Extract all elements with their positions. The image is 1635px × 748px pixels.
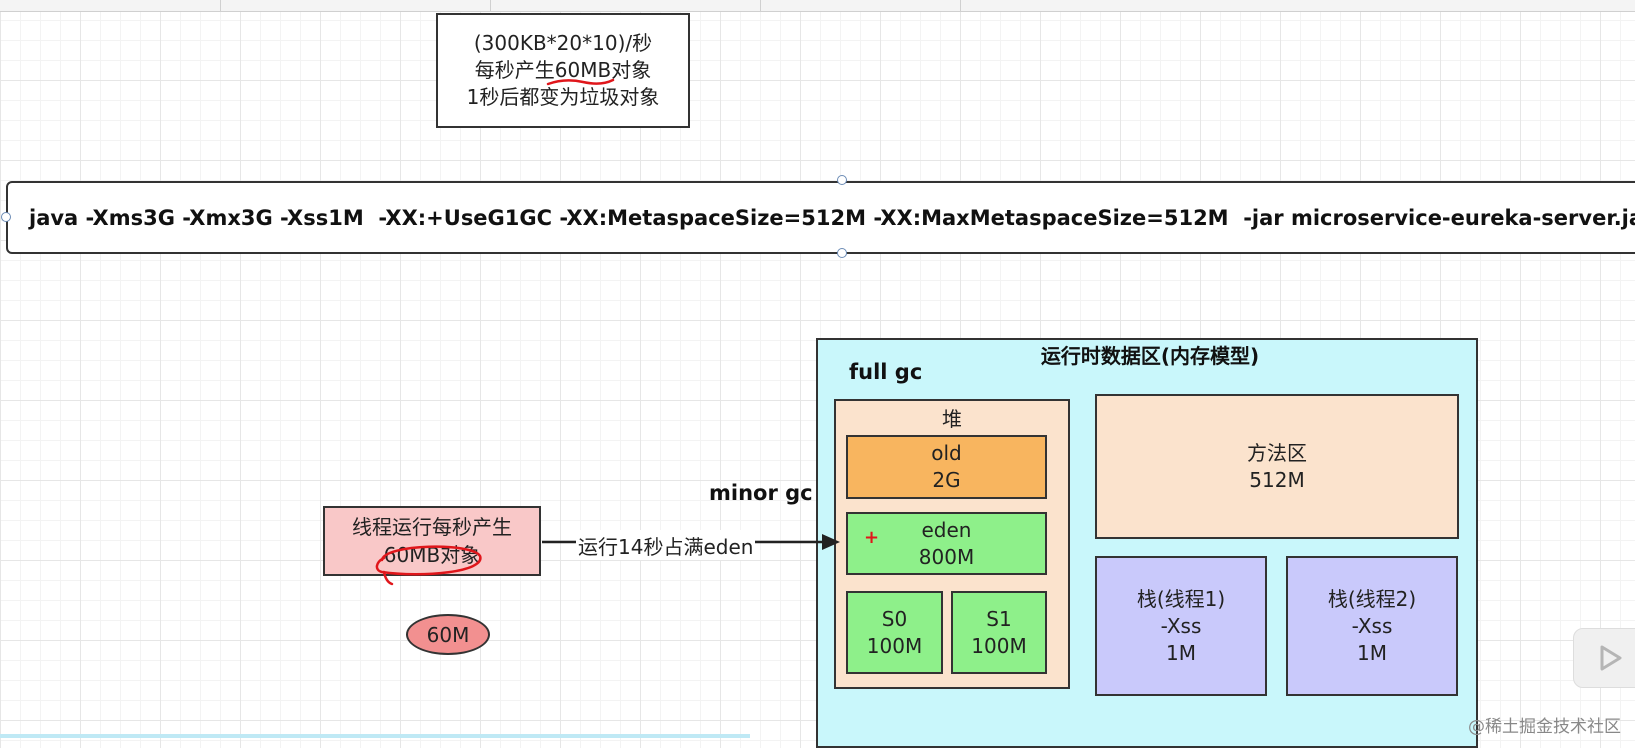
runtime-area-title: 运行时数据区(内存模型)	[1040, 344, 1260, 368]
survivor-s0-block[interactable]: S0 100M	[846, 591, 943, 674]
edge-label[interactable]: 运行14秒占满eden	[576, 530, 756, 560]
canvas-top-strip	[0, 0, 1635, 12]
calc-line-2-prefix: 每秒产生	[474, 58, 555, 82]
calc-highlight-wrap: 60MB	[546, 57, 615, 86]
stack-2-size: 1M	[1357, 640, 1387, 665]
red-underline-annotation	[546, 78, 615, 86]
stack-1-name: 栈(线程1)	[1136, 586, 1226, 611]
stack-1-size: 1M	[1166, 640, 1196, 665]
red-circle-annotation	[375, 545, 482, 586]
strip-divider	[760, 0, 761, 12]
s0-size: 100M	[866, 633, 923, 658]
stack-2-param: -Xss	[1351, 613, 1393, 638]
eden-name: eden	[921, 517, 972, 542]
play-button[interactable]	[1573, 628, 1635, 688]
heap-title: 堆	[942, 407, 962, 431]
jvm-command-box[interactable]: java -Xms3G -Xmx3G -Xss1M -XX:+UseG1GC -…	[6, 181, 1635, 254]
method-area-size: 512M	[1249, 467, 1305, 492]
thread-line-1: 线程运行每秒产生	[352, 515, 512, 539]
method-area-name: 方法区	[1247, 440, 1307, 465]
strip-divider	[220, 0, 221, 12]
calc-line-3: 1秒后都变为垃圾对象	[466, 85, 660, 109]
eden-connection-marker[interactable]: +	[864, 527, 880, 548]
stack-1-param: -Xss	[1160, 613, 1202, 638]
resize-handle-bottom[interactable]	[837, 248, 847, 258]
method-area-block[interactable]: 方法区 512M	[1095, 394, 1459, 539]
minor-gc-label: minor gc	[709, 481, 813, 505]
jvm-command-text: java -Xms3G -Xmx3G -Xss1M -XX:+UseG1GC -…	[29, 205, 1635, 230]
arrow-head-icon	[822, 534, 840, 550]
old-size: 2G	[932, 468, 961, 492]
stack-thread-1-block[interactable]: 栈(线程1) -Xss 1M	[1095, 556, 1267, 696]
strip-divider	[490, 0, 491, 12]
object-ellipse-60m[interactable]: 60M	[406, 614, 490, 655]
s0-name: S0	[881, 606, 908, 631]
s1-size: 100M	[971, 633, 1027, 658]
strip-divider	[960, 0, 961, 12]
stack-thread-2-block[interactable]: 栈(线程2) -Xss 1M	[1286, 556, 1458, 696]
resize-handle-left[interactable]	[1, 212, 11, 222]
calc-line-2-highlight: 60MB	[554, 58, 612, 82]
full-gc-label: full gc	[849, 360, 923, 384]
calc-line-2-suffix: 对象	[611, 58, 652, 82]
watermark-text: @稀土掘金技术社区	[1468, 717, 1621, 737]
play-icon	[1600, 645, 1622, 671]
stack-2-name: 栈(线程2)	[1327, 586, 1417, 611]
calc-line-1: (300KB*20*10)/秒	[473, 31, 653, 55]
s1-name: S1	[986, 606, 1012, 631]
eden-block[interactable]: eden 800M	[846, 512, 1047, 575]
old-generation-block[interactable]: old 2G	[846, 435, 1047, 499]
thread-object-box[interactable]: 线程运行每秒产生 60MB对象	[323, 506, 541, 576]
bottom-scroll-strip	[0, 734, 750, 738]
ellipse-label: 60M	[426, 622, 470, 647]
eden-size: 800M	[918, 544, 975, 569]
resize-handle-top[interactable]	[837, 175, 847, 185]
old-name: old	[931, 441, 962, 465]
survivor-s1-block[interactable]: S1 100M	[951, 591, 1047, 674]
